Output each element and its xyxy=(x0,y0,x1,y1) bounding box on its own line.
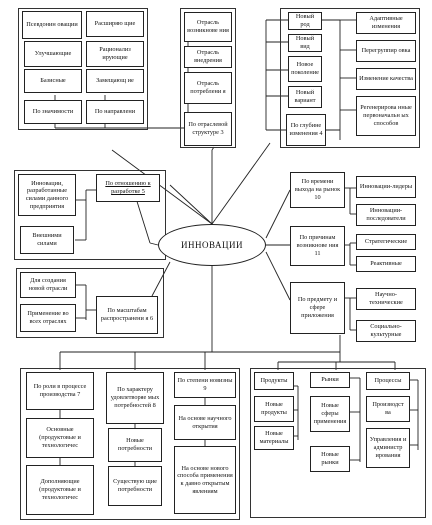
node-developed-internally: Инновации, разработанные силами данного … xyxy=(18,174,76,216)
group-by-relation-to-development: По отношению к разработке 5 xyxy=(96,174,160,202)
node-new-application-areas: Новые сферы применения xyxy=(310,396,350,432)
node-innovation-followers: Инновации-последователи xyxy=(356,204,416,226)
group-by-subject-and-scope: По предмету и сфере приложения xyxy=(290,282,345,334)
node-production: Производст ва xyxy=(366,396,410,422)
node-existing-needs: Существую щие потребности xyxy=(108,466,162,506)
group-by-significance: По значимости xyxy=(24,100,82,124)
node-new-needs: Новые потребности xyxy=(108,428,162,462)
node-new-species: Новый вид xyxy=(288,34,322,52)
node-new-application-method: На основе нового способа применения к да… xyxy=(174,446,236,514)
node-core-innovations: Основные (продуктовые и технологичес xyxy=(26,418,94,458)
left-mid-frame xyxy=(14,170,166,260)
node-industry-implementation: Отрасль внедрения xyxy=(184,46,232,68)
node-industry-origin: Отрасль возникнове ния xyxy=(184,12,232,42)
node-scientific-discovery: На основе научного открытия xyxy=(174,405,236,440)
node-adaptive-changes: Адаптивные изменения xyxy=(356,12,416,34)
group-by-direction: По направлени xyxy=(86,100,144,124)
node-expanding: Расширяю щие xyxy=(86,11,144,37)
node-rationalizing: Рационализ ирующие xyxy=(86,41,144,67)
group-by-depth-of-change: По глубине изменения 4 xyxy=(286,114,326,146)
node-quality-change: Изменение качества xyxy=(356,68,416,90)
node-replacing: Замещающ ие xyxy=(86,69,144,93)
node-new-generation: Новое поколение xyxy=(288,56,322,82)
node-complementary-innovations: Дополняющие (продуктовые и технологичес xyxy=(26,465,94,515)
node-new-materials: Новые материалы xyxy=(254,426,294,450)
node-markets-head: Рынки xyxy=(310,372,350,388)
node-new-markets: Новые рынки xyxy=(310,446,350,472)
node-products-head: Продукты xyxy=(254,372,294,390)
node-external-forces: Внешними силами xyxy=(20,226,74,254)
node-innovation-leaders: Инновации-лидеры xyxy=(356,176,416,198)
node-new-variant: Новый вариант xyxy=(288,86,322,108)
node-improving: Улучшающие xyxy=(24,41,82,67)
node-industry-consumption: Отрасль потреблени я xyxy=(184,72,232,104)
node-basic: Базисные xyxy=(24,69,82,93)
group-by-cause: По причинам возникнове ния 11 xyxy=(290,226,345,266)
node-strategic: Стратегические xyxy=(356,234,416,250)
node-regenerated-methods: Регенерирова нные первоначальн ых способ… xyxy=(356,96,416,136)
hub-innovations: ИННОВАЦИИ xyxy=(158,224,266,266)
top-left-frame xyxy=(18,8,148,130)
group-by-scale: По масштабам распространени я 6 xyxy=(96,296,158,334)
group-by-market-entry-time: По времени выхода на рынок 10 xyxy=(290,172,345,208)
bottom-right-frame xyxy=(250,368,426,518)
node-all-industries: Применение во всех отраслях xyxy=(20,304,76,332)
node-pseudo-innovations: Псевдонин оващии xyxy=(22,11,82,39)
node-new-genus: Новый род xyxy=(288,12,322,30)
node-scientific-technical: Научно-технические xyxy=(356,288,416,310)
top-right-frame xyxy=(280,8,420,148)
group-by-novelty: По степени новизны 9 xyxy=(174,372,236,398)
node-regrouping: Перегруппир овка xyxy=(356,40,416,62)
node-new-industry: Для создания новой отрасли xyxy=(20,272,76,298)
top-mid-frame xyxy=(180,8,236,148)
group-by-industry-structure: По отраслевой структуре 3 xyxy=(184,112,232,146)
node-processes-head: Процессы xyxy=(366,372,410,390)
node-management-administration: Управления и администр ирования xyxy=(366,428,410,468)
bottom-left-frame xyxy=(20,368,240,520)
node-new-products: Новые продукты xyxy=(254,396,294,422)
left-low-frame xyxy=(16,268,164,338)
group-by-production-role: По роли в процессе производства 7 xyxy=(26,372,94,410)
node-reactive: Реактивные xyxy=(356,256,416,272)
node-socio-cultural: Социально-культурные xyxy=(356,320,416,342)
group-by-needs: По характеру удовлетворяе мых потребност… xyxy=(106,372,164,424)
